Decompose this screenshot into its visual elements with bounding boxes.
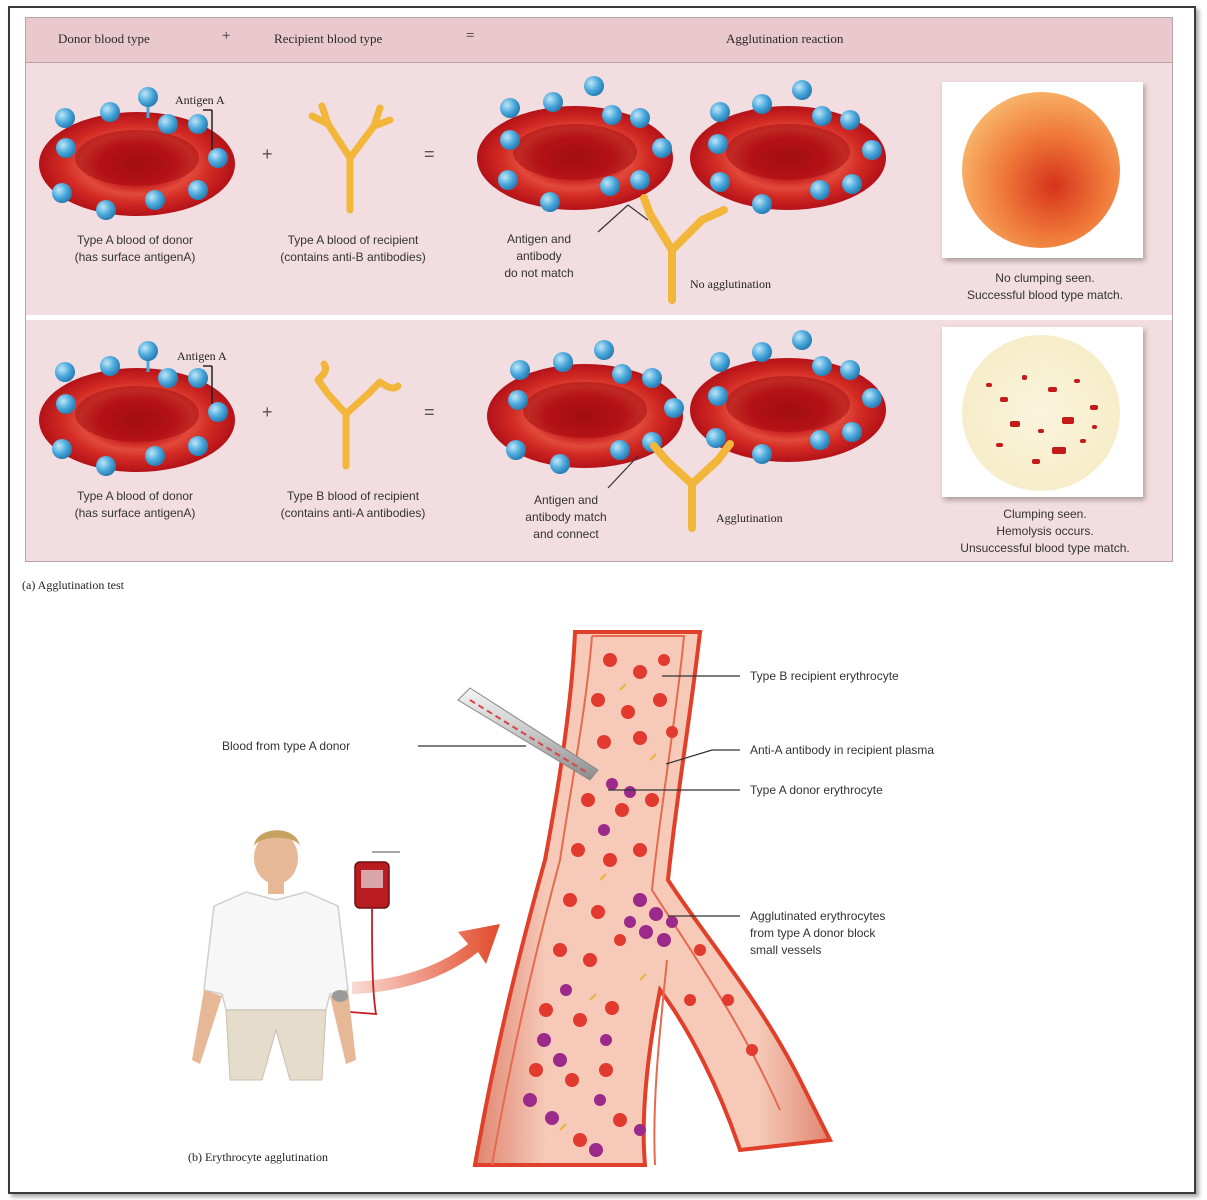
row2-antibody — [314, 360, 402, 470]
syringe-needle — [457, 687, 599, 781]
header-equals: = — [466, 28, 475, 44]
vessel-cells — [523, 653, 758, 1157]
blood-bag — [349, 851, 400, 1015]
row1-recipient-caption: Type A blood of recipient (contains anti… — [280, 233, 426, 264]
row1-unmatched-antibody — [640, 194, 728, 304]
row1-antigens — [52, 87, 228, 220]
panel-a-label: (a) Agglutination test — [22, 578, 124, 592]
header-donor: Donor blood type — [58, 31, 150, 46]
row1-match-caption: Antigen and antibody do not match — [504, 232, 574, 280]
row1-antigen-label: Antigen A — [175, 93, 225, 107]
panel-b-label: (b) Erythrocyte agglutination — [188, 1150, 328, 1164]
header-plus: + — [222, 28, 231, 44]
donor-erythrocyte-label: Type A donor erythrocyte — [750, 783, 883, 797]
row2-reaction-antigens — [506, 330, 882, 474]
row2-bound-antibody — [650, 440, 734, 532]
row2-recipient-caption: Type B blood of recipient (contains anti… — [280, 489, 426, 520]
row2-plus: + — [262, 402, 273, 422]
clumping-plate — [962, 335, 1120, 491]
row1-plus: + — [262, 144, 273, 164]
row1-antibody — [308, 102, 394, 214]
blood-from-donor-label: Blood from type A donor — [222, 739, 351, 753]
row1-donor-caption: Type A blood of donor (has surface antig… — [74, 233, 196, 264]
row2-result: Agglutination — [716, 511, 783, 525]
row2-result-photo — [942, 327, 1143, 497]
row2-equals: = — [424, 402, 435, 422]
row2-photo-caption: Clumping seen. Hemolysis occurs. Unsucce… — [960, 507, 1130, 555]
row1-photo-caption: No clumping seen. Successful blood type … — [966, 271, 1124, 302]
row2-antigen-label: Antigen A — [177, 349, 227, 363]
blood-vessel — [472, 630, 834, 1167]
recipient-erythrocyte-label: Type B recipient erythrocyte — [750, 669, 899, 683]
anti-a-antibody-label: Anti-A antibody in recipient plasma — [750, 743, 935, 757]
header-recipient: Recipient blood type — [274, 31, 383, 46]
row1-result-photo — [942, 82, 1143, 258]
row2-match-caption: Antigen and antibody match and connect — [525, 493, 607, 541]
row1-equals: = — [424, 144, 435, 164]
transfusion-arrow — [352, 924, 500, 994]
row1-result: No agglutination — [690, 277, 771, 291]
row1-reaction-antigens — [498, 76, 882, 214]
header-reaction: Agglutination reaction — [726, 31, 844, 46]
row-divider — [26, 315, 1172, 320]
agglutinated-erythrocytes-label: Agglutinated erythrocytes from type A do… — [750, 909, 886, 957]
panel-b-leader-lines — [418, 675, 740, 917]
row2-antigens — [52, 341, 228, 476]
header-row: Donor blood type + Recipient blood type … — [26, 18, 1172, 63]
row2-donor-caption: Type A blood of donor (has surface antig… — [74, 489, 196, 520]
patient-figure — [192, 830, 356, 1081]
no-clumping-plate — [962, 92, 1120, 248]
